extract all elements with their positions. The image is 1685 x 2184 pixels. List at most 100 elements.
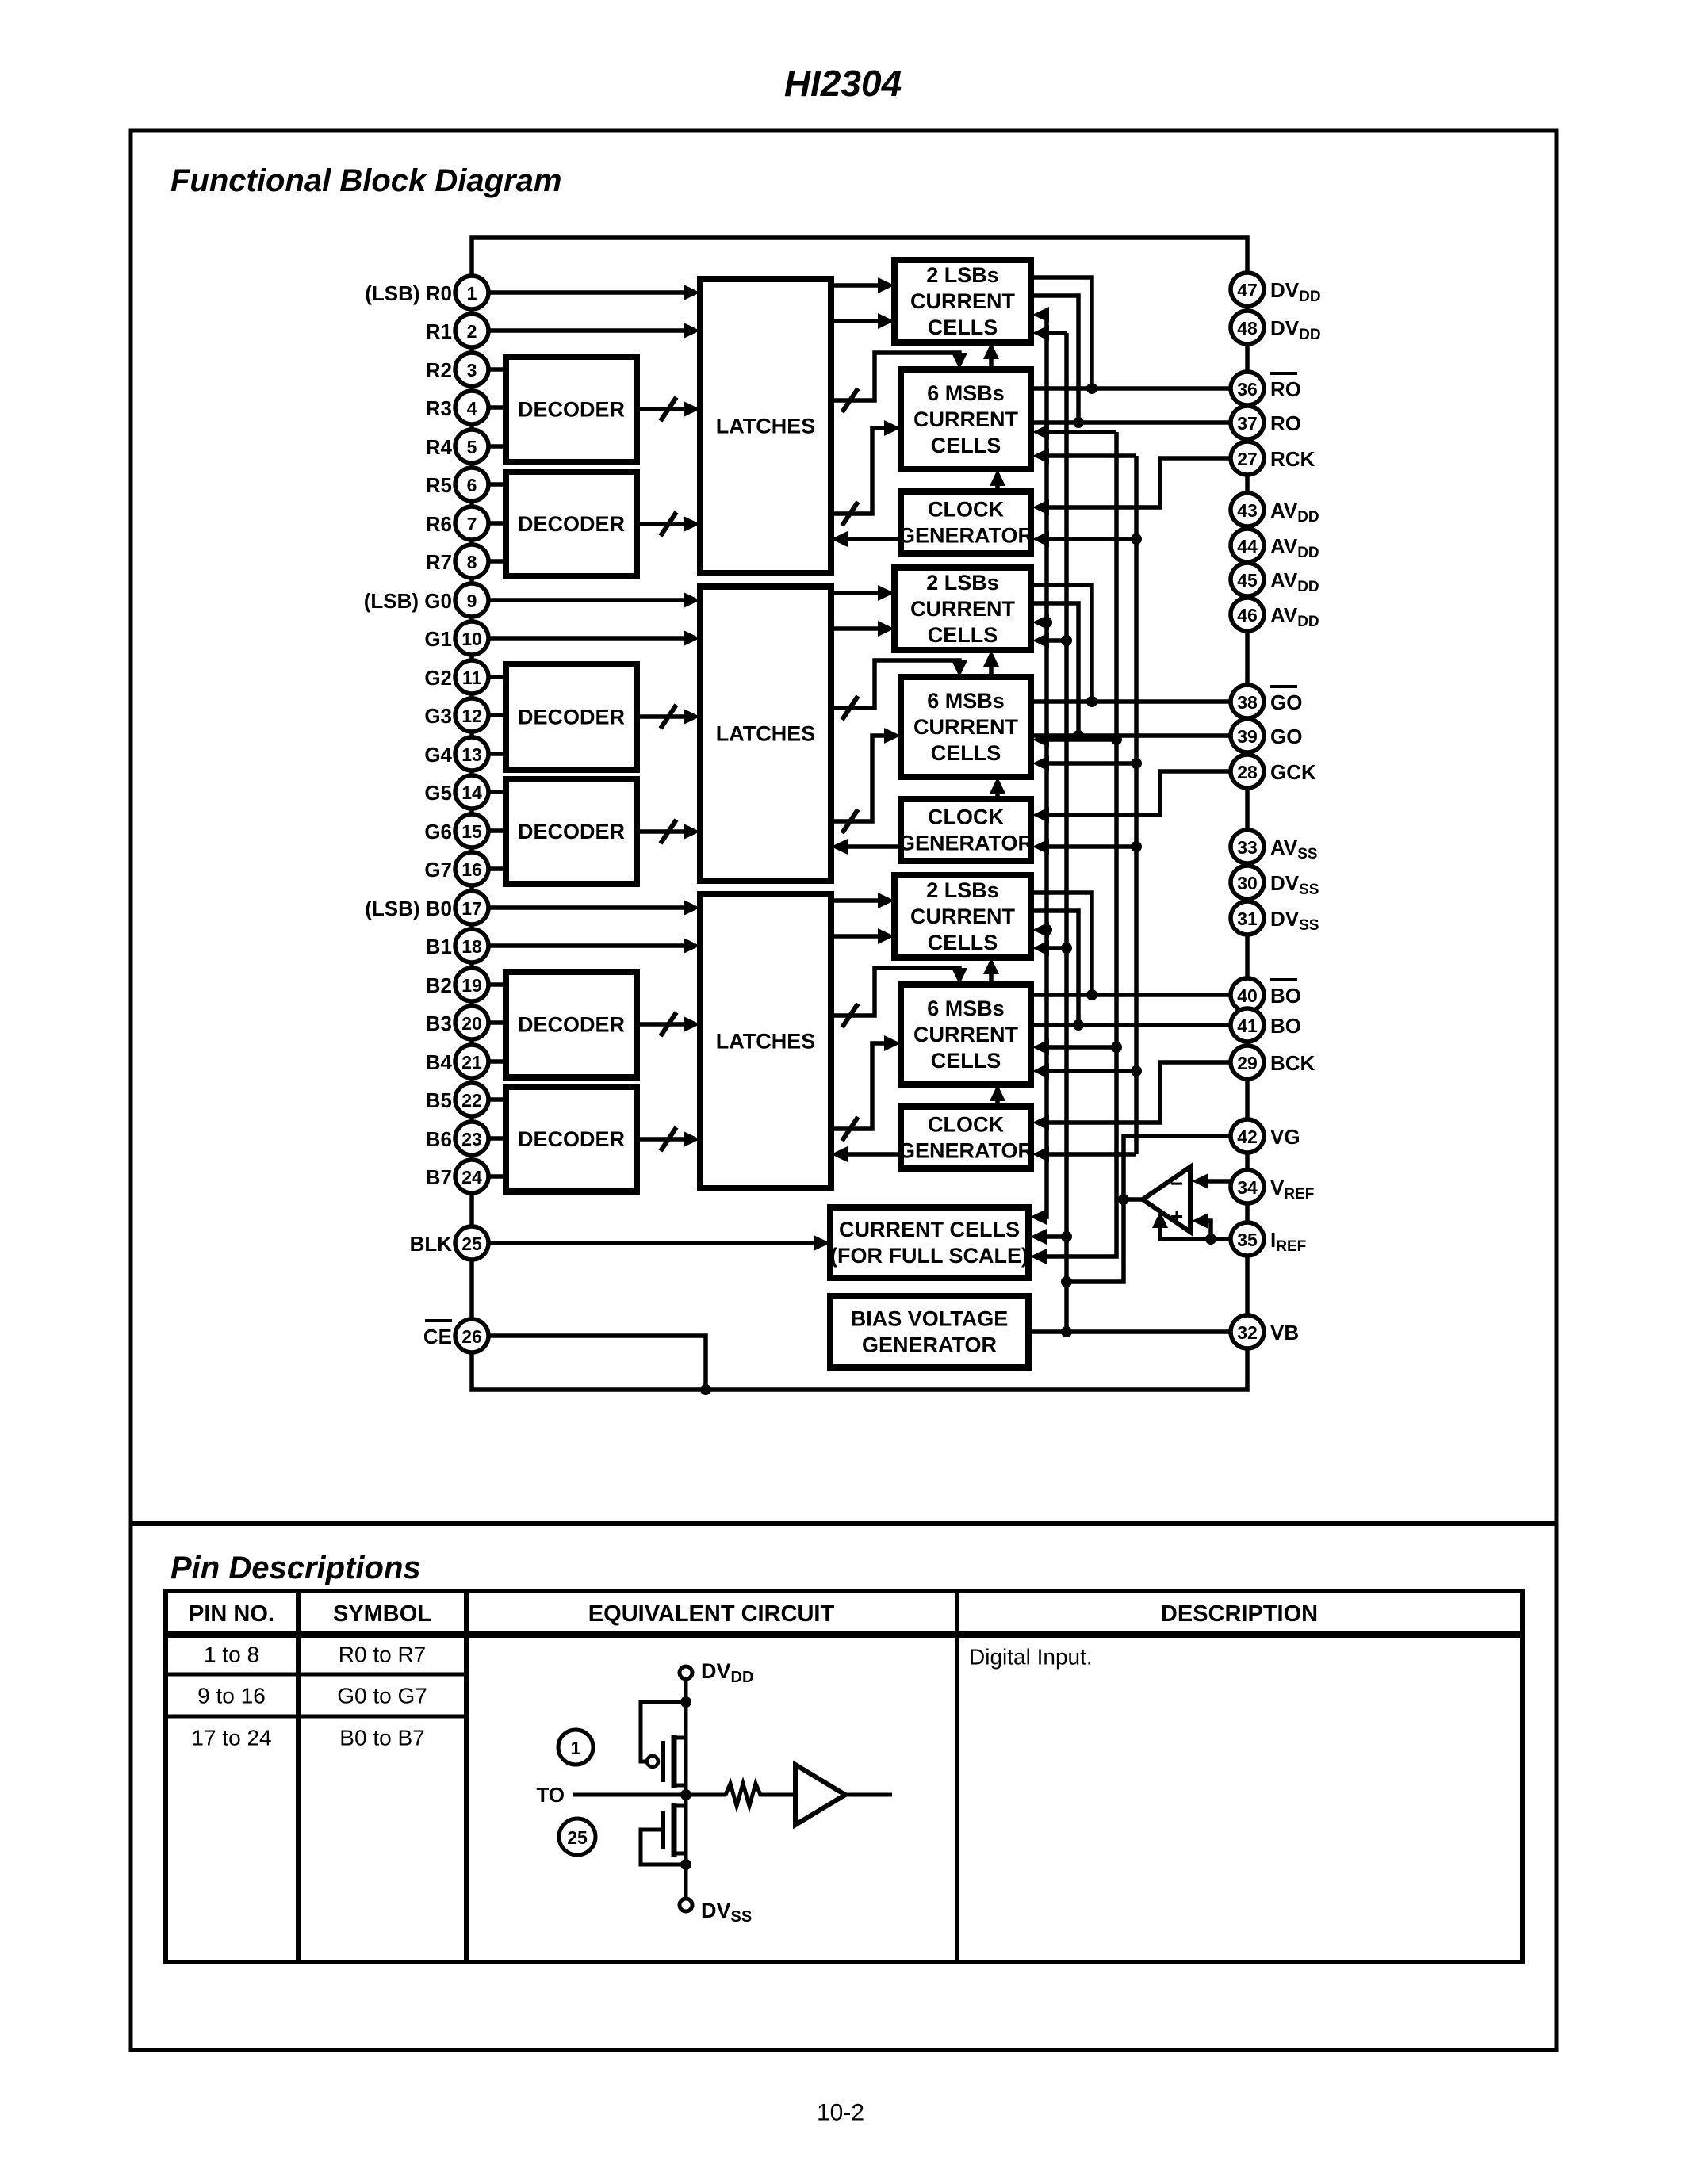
arrowhead	[1032, 531, 1049, 547]
junction-dot	[680, 1696, 691, 1708]
pin-number-47: 47	[1237, 280, 1258, 300]
block-clock-gen-b-label: GENERATOR	[898, 1139, 1033, 1163]
junction-dot	[1073, 417, 1084, 428]
block-decoder-r1	[503, 354, 640, 465]
arrowhead	[952, 968, 967, 985]
col-header-symbol: SYMBOL	[333, 1601, 431, 1627]
block-msb-cells-b-label: 6 MSBs	[927, 996, 1005, 1020]
junction-dot	[1086, 989, 1097, 1000]
bus-slash-mark	[840, 1002, 860, 1029]
junction-dot	[1073, 730, 1084, 741]
pin-label-2-R1: R1	[426, 319, 452, 343]
arrowhead	[684, 401, 700, 417]
pin-label-7-R6: R6	[426, 512, 452, 536]
block-clock-gen-g	[898, 796, 1034, 864]
wire	[1158, 1226, 1211, 1241]
pin-number-27: 27	[1237, 449, 1258, 469]
block-decoder-g1	[503, 661, 640, 773]
arrowhead	[1032, 940, 1049, 956]
block-decoder-b1	[503, 969, 640, 1081]
pin-circle-27	[1228, 439, 1266, 477]
pmos-gate-wire	[638, 1700, 686, 1764]
wire	[1031, 583, 1094, 702]
arrowhead	[884, 420, 901, 436]
arrowhead	[1030, 1209, 1047, 1225]
pin-circle-20	[453, 1004, 491, 1042]
pin-number-45: 45	[1237, 570, 1258, 591]
junction-dot	[1131, 758, 1142, 769]
pin-number-22: 22	[461, 1090, 482, 1111]
pin-label-29-BCK: BCK	[1270, 1051, 1315, 1075]
pin-circle-47	[1228, 270, 1266, 308]
junction-dot	[1041, 617, 1052, 628]
pin-number-10: 10	[461, 629, 482, 649]
junction-dot	[1041, 924, 1052, 935]
pin-circle-4	[453, 388, 491, 426]
arrowhead	[990, 777, 1005, 794]
pin-number-13: 13	[461, 744, 482, 765]
circuit-pin-end-num: 25	[567, 1827, 588, 1848]
block-msb-cells-b	[898, 981, 1034, 1088]
arrowhead	[684, 1131, 700, 1147]
pin-label-24-B7: B7	[426, 1165, 452, 1189]
pin-label-3-R2: R2	[426, 358, 452, 382]
pin-circle-21	[453, 1042, 491, 1081]
pin-label-16-G7: G7	[424, 858, 452, 882]
pin-circle-3	[453, 350, 491, 388]
pin-number-42: 42	[1237, 1126, 1258, 1147]
block-bias-generator-label: GENERATOR	[862, 1333, 997, 1357]
pin-label-12-G3: G3	[424, 704, 452, 728]
arrowhead	[684, 1016, 700, 1032]
block-decoder-b2	[503, 1084, 640, 1195]
pin-label-14-G5: G5	[424, 781, 452, 805]
pin-number-31: 31	[1237, 908, 1258, 929]
block-latches-b	[697, 891, 834, 1191]
block-bias-generator	[827, 1293, 1032, 1371]
bus-slash-mark	[658, 1126, 679, 1153]
col-header-pin-no: PIN NO.	[189, 1601, 274, 1627]
wire	[831, 426, 887, 516]
terminal-dvdd	[677, 1664, 695, 1681]
block-lsb-cells-b-label: CELLS	[928, 931, 998, 954]
arrowhead	[1032, 499, 1049, 515]
arrowhead	[1032, 448, 1049, 464]
pin-number-38: 38	[1237, 692, 1258, 713]
wire	[1048, 456, 1231, 510]
pin-number-16: 16	[461, 859, 482, 880]
pin-label-35-I: IREF	[1270, 1228, 1306, 1255]
circuit-pin-end	[557, 1816, 598, 1857]
pin-label-11-G2: G2	[424, 666, 452, 690]
arrowhead	[983, 650, 999, 667]
pin-label-10-G1: G1	[424, 627, 452, 651]
resistor-icon	[723, 1776, 795, 1814]
pin-number-5: 5	[467, 437, 477, 457]
pin-number-41: 41	[1237, 1016, 1258, 1036]
arrowhead	[1032, 1115, 1049, 1130]
pin-number-15: 15	[461, 821, 482, 842]
arrowhead	[952, 353, 967, 369]
pin-circle-18	[453, 927, 491, 965]
pin-circle-30	[1228, 863, 1266, 901]
arrowhead	[1032, 325, 1049, 341]
pin-number-3: 3	[467, 360, 477, 381]
pin-label-17-(LSB) B0: (LSB) B0	[365, 897, 452, 920]
outer-border	[128, 128, 1559, 2052]
pin-label-42-VG: VG	[1270, 1125, 1300, 1149]
pin-label-15-G6: G6	[424, 820, 452, 843]
pin-label-26-CE: CE	[423, 1325, 452, 1348]
block-latches-g-label: LATCHES	[716, 722, 816, 746]
pin-number-18: 18	[461, 936, 482, 957]
col-header-description: DESCRIPTION	[1161, 1601, 1318, 1627]
arrowhead	[684, 900, 700, 916]
arrowhead	[878, 585, 894, 601]
bus-slash-mark	[840, 500, 860, 527]
arrowhead	[983, 342, 999, 359]
pin-number-44: 44	[1237, 536, 1258, 557]
page-number: 10-2	[817, 2100, 864, 2126]
arrowhead	[684, 938, 700, 954]
arrowhead	[684, 285, 700, 300]
pin-number-17: 17	[461, 898, 482, 919]
pin-circle-2	[453, 312, 491, 350]
pin-number-2: 2	[467, 321, 477, 342]
